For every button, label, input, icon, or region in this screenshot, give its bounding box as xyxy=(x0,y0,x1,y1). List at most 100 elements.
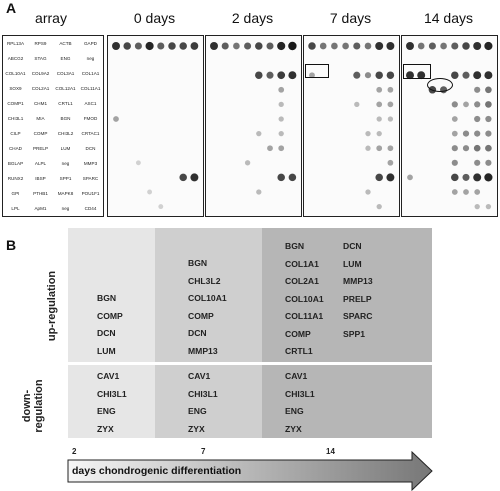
gene-label: GPI xyxy=(11,191,20,196)
blot-spot xyxy=(288,173,297,182)
blot-spot xyxy=(267,145,273,152)
gene-name: MMP13 xyxy=(343,276,373,286)
gene-label: RPL13A xyxy=(6,41,25,46)
gene-label: COMP xyxy=(33,131,48,136)
blot-spot xyxy=(474,101,481,108)
blot-spot xyxy=(266,71,274,79)
blot-spot xyxy=(462,71,470,79)
gene-label: PRELP xyxy=(32,146,49,151)
blot-spot xyxy=(387,145,394,152)
gene-label: SOX9 xyxy=(9,86,22,91)
blot-spot xyxy=(387,159,394,166)
blot-spot xyxy=(244,160,251,166)
blot-spot xyxy=(123,42,131,50)
gene-label: COL11A1 xyxy=(80,86,101,91)
gene-name: ZYX xyxy=(285,423,302,434)
gene-name: SPP1 xyxy=(343,328,365,339)
blot-spot xyxy=(484,71,493,80)
blot-spot xyxy=(474,115,481,123)
gene-name: CAV1 xyxy=(188,371,211,381)
blot-spot xyxy=(353,71,361,79)
blot-spot xyxy=(387,101,394,108)
blot-spot xyxy=(462,130,470,137)
blot-spot xyxy=(365,145,371,151)
gene-label: GAPD xyxy=(83,41,98,46)
gene-label: IBSP xyxy=(35,176,46,181)
up-col-14 xyxy=(262,228,432,362)
gene-label: COL9A2 xyxy=(31,71,50,76)
blot-spot xyxy=(331,42,338,50)
blot-spot xyxy=(428,42,436,50)
day-14: 14 xyxy=(326,447,335,456)
up-col-2 xyxy=(68,258,155,362)
gene-label: LUM xyxy=(60,146,71,151)
gene-label: COL10A1 xyxy=(5,71,26,76)
blot-spot xyxy=(406,42,414,50)
blot-spot xyxy=(451,189,458,195)
gene-label: POU1F1 xyxy=(81,191,100,196)
gene-name: DCN xyxy=(343,241,362,251)
gene-name: CHI3L1 xyxy=(188,388,218,399)
gene-label: SPARC xyxy=(82,176,99,181)
highlight-ellipse-14days xyxy=(427,78,453,92)
blot-spot xyxy=(451,145,458,152)
down-col-14 xyxy=(262,365,432,438)
blot-spot xyxy=(474,189,481,195)
gene-label: COL2A1 xyxy=(31,86,50,91)
gene-label: LPL xyxy=(11,206,20,211)
blot-spot xyxy=(221,42,229,50)
blot-spot xyxy=(417,71,426,80)
down-regulation-label: down- regulation xyxy=(21,379,45,433)
blot-spot xyxy=(376,130,382,137)
blot-spot xyxy=(473,71,482,80)
gene-label: COMP1 xyxy=(7,101,24,106)
blot-spot xyxy=(255,42,263,50)
blot-spot xyxy=(353,42,361,50)
blot-spot xyxy=(386,173,395,182)
blot-spot xyxy=(376,116,382,122)
blot-spot xyxy=(190,42,199,50)
gene-name: CHI3L1 xyxy=(97,388,127,399)
blot-spot xyxy=(364,42,372,50)
gene-label: ApM1 xyxy=(34,206,47,211)
blot-spot xyxy=(256,130,262,137)
blot-spot xyxy=(278,101,284,108)
array-title: array xyxy=(35,10,67,26)
gene-name: CHL3L2 xyxy=(188,275,221,286)
up-col-7 xyxy=(155,258,262,362)
blot-spot xyxy=(365,189,371,195)
blot-spot xyxy=(112,42,120,50)
blot-spot xyxy=(451,42,459,50)
timeline-arrow xyxy=(67,451,433,491)
blot-spot xyxy=(440,42,447,50)
blot-0-days xyxy=(107,35,204,217)
gene-label: CHM1 xyxy=(33,101,48,106)
up-col-7-upper xyxy=(155,228,262,258)
down-col-2 xyxy=(68,365,155,438)
gene-name: COL10A1 xyxy=(285,293,324,304)
blot-spot xyxy=(451,130,458,137)
gene-name: COL1A1 xyxy=(285,258,319,269)
blot-spot xyxy=(233,42,240,50)
gene-label: DCN xyxy=(85,146,96,151)
gene-label: ASC1 xyxy=(84,101,97,106)
blot-7-days-svg xyxy=(308,42,395,210)
day-2: 2 xyxy=(72,447,77,456)
blot-spot xyxy=(451,159,458,166)
blot-spot xyxy=(485,101,492,108)
blot-spot xyxy=(256,189,262,195)
gene-name: COL11A1 xyxy=(285,311,324,321)
blot-spot xyxy=(158,204,164,210)
blot-spot xyxy=(278,145,285,152)
blot-spot xyxy=(485,115,492,123)
gene-name: COL10A1 xyxy=(188,293,227,303)
blot-2-days-svg xyxy=(210,41,297,195)
blot-spot xyxy=(277,71,286,80)
gene-name: CHI3L1 xyxy=(285,388,315,399)
blot-spot xyxy=(463,101,469,108)
